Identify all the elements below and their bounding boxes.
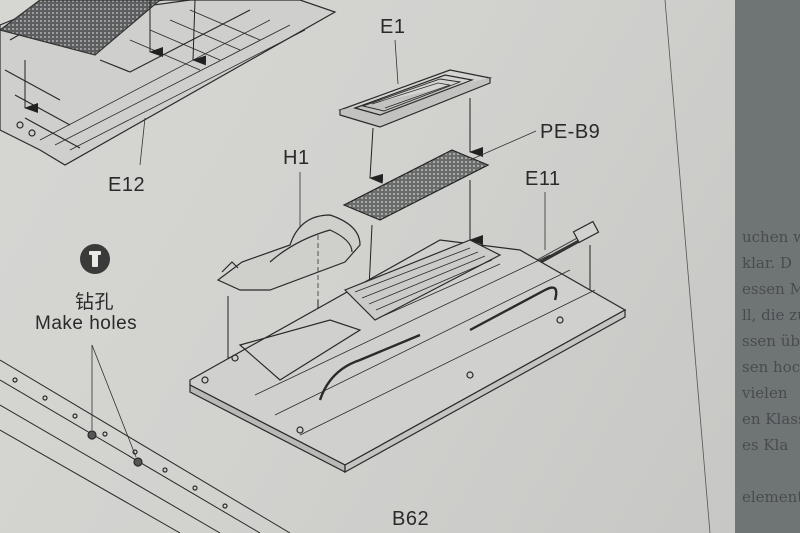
panel-e12 (0, 0, 337, 166)
label-h1: H1 (283, 147, 310, 169)
drill-holes-icon (80, 244, 110, 274)
book-line: sen hoch (742, 358, 800, 376)
label-pe-b9: PE-B9 (540, 121, 601, 143)
book-line: ll, die zu (742, 306, 800, 324)
book-line: vielen (742, 384, 788, 402)
book-line: uchen wi (742, 228, 800, 246)
label-make-holes-cn: 钻孔 (75, 292, 115, 313)
main-plate (189, 239, 627, 474)
book-line: klar. D (742, 254, 792, 272)
label-e1: E1 (380, 16, 406, 38)
label-e12: E12 (108, 174, 146, 196)
book-line: es Kla (742, 436, 789, 454)
book-line: essen M (742, 280, 800, 298)
part-h1 (216, 172, 361, 363)
label-make-holes-en: Make holes (35, 313, 138, 334)
book-line: ssen über (742, 332, 800, 350)
panel-b62 (0, 344, 291, 533)
book-line: en Klass (742, 410, 800, 428)
part-e1 (338, 39, 493, 184)
label-e11: E11 (525, 168, 561, 190)
label-b62: B62 (392, 508, 430, 530)
book-line: elemente (742, 488, 800, 506)
